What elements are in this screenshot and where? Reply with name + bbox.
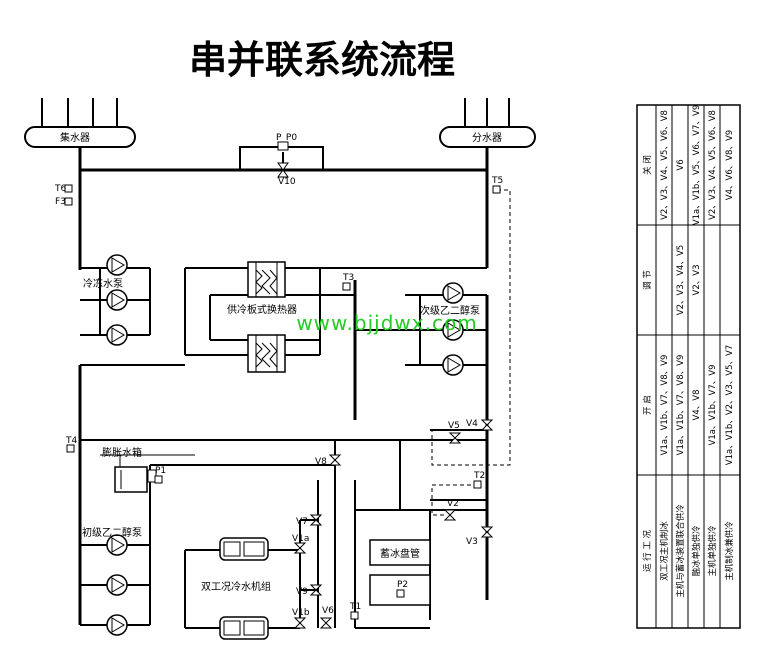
tag-v1a: V1a [292, 534, 309, 544]
ice-coil-label: 蓄冰盘管 [380, 547, 420, 560]
table-header-close: 关 闭 [642, 155, 653, 175]
primary-glycol-pump-1 [106, 534, 128, 556]
tag-v4: V4 [466, 419, 478, 429]
table-row-2-mode: 主机与蓄冰装置联合供冷 [675, 504, 686, 598]
tag-pdp: P_P0 [276, 133, 297, 143]
table-row-4-close: V2、V3、V4、V5、V6、V8 [708, 110, 718, 220]
tag-labels: P_P0 V10 T6 F3 T5 T3 T4 P1 V8 V7 V1a V9 … [54, 133, 503, 618]
table-row-3-regulate: V2、V3 [692, 265, 702, 296]
watermark-text: www.bjjdwx.com [296, 311, 477, 335]
plate-hx-label: 供冷板式换热器 [227, 303, 297, 316]
table-row-1-mode: 双工况主机制冰 [659, 521, 670, 581]
table-row-2-open: V1a、V1b、V7、V8、V9 [676, 355, 686, 456]
table-row-2-regulate: V2、V3、V4、V5 [676, 245, 686, 315]
tag-f3: F3 [55, 197, 66, 207]
table-row-5-close: V4、V6、V8、V9 [725, 130, 735, 200]
tag-t3: T3 [342, 273, 354, 283]
tag-v7: V7 [296, 517, 308, 527]
operating-mode-table: 运 行 工 况 开 启 调 节 关 闭 双工况主机制冰 V1a、V1b、V7、V… [636, 104, 741, 629]
chilled-water-pump-3 [106, 324, 128, 346]
tag-v9: V9 [296, 587, 308, 597]
expansion-tank [114, 466, 157, 493]
table-header-regulate: 调 节 [643, 270, 653, 290]
collector-label: 集水器 [60, 131, 90, 144]
expansion-tank-label: 膨胀水箱 [102, 446, 142, 459]
pipe-network [78, 146, 511, 629]
table-row-5-mode: 主机制冰兼供冷 [724, 521, 735, 581]
tag-v8: V8 [315, 457, 327, 467]
table-row-3-mode: 融冰单独供冷 [691, 525, 702, 577]
chilled-water-pump-1 [106, 254, 128, 276]
tag-v6: V6 [322, 606, 334, 616]
table-row-4-mode: 主机单独供冷 [707, 525, 718, 577]
collector-header: 集水器 [24, 98, 136, 148]
plate-heat-exchanger-lower [247, 334, 286, 373]
secondary-glycol-pump-1 [442, 282, 464, 304]
tag-v10: V10 [278, 177, 296, 187]
secondary-glycol-pump-2 [442, 319, 464, 341]
primary-glycol-pump-2 [106, 574, 128, 596]
valves [64, 141, 501, 629]
tag-t4: T4 [65, 436, 77, 446]
secondary-glycol-pump-label: 次级乙二醇泵 [420, 304, 480, 317]
table-row-3-close: V1a、V1b、V5、V6、V7、V9 [692, 105, 702, 225]
secondary-glycol-pump-3 [442, 354, 464, 376]
ice-storage-coil [369, 539, 431, 606]
table-row-1-open: V1a、V1b、V7、V8、V9 [660, 355, 670, 456]
primary-glycol-pump-label: 初级乙二醇泵 [82, 526, 142, 539]
dual-chiller-lower [219, 616, 269, 640]
tag-v3: V3 [466, 537, 478, 547]
tag-v2: V2 [447, 499, 459, 509]
plate-heat-exchanger-upper [247, 261, 286, 298]
table-row-1-close: V2、V3、V4、V5、V6、V8 [660, 110, 670, 220]
diagram-title: 串并联系统流程 [189, 38, 455, 82]
tag-t5: T5 [491, 176, 503, 186]
chilled-water-pump-label: 冷冻水泵 [83, 277, 123, 290]
primary-glycol-pump-3 [106, 614, 128, 636]
table-row-4-open: V1a、V1b、V7、V9 [708, 365, 718, 446]
tag-p1: P1 [155, 466, 166, 476]
table-header-mode: 运 行 工 况 [642, 529, 653, 572]
table-row-5-open: V1a、V1b、V2、V3、V5、V7 [725, 345, 735, 465]
tag-t2: T2 [473, 471, 485, 481]
dual-chiller-label: 双工况冷水机组 [201, 580, 271, 593]
table-row-2-close: V6 [676, 159, 686, 170]
dual-chiller-upper [219, 537, 269, 561]
chilled-water-pump-2 [106, 289, 128, 311]
tag-v1b: V1b [292, 608, 310, 618]
table-row-3-open: V4、V8 [692, 390, 702, 421]
table-header-open: 开 启 [642, 395, 653, 415]
tag-t1: T1 [349, 602, 361, 612]
tag-p2: P2 [397, 580, 408, 590]
tag-v5: V5 [448, 421, 460, 431]
distributor-label: 分水器 [472, 132, 502, 144]
tag-t6: T6 [54, 184, 66, 194]
distributor-header: 分水器 [439, 98, 536, 148]
